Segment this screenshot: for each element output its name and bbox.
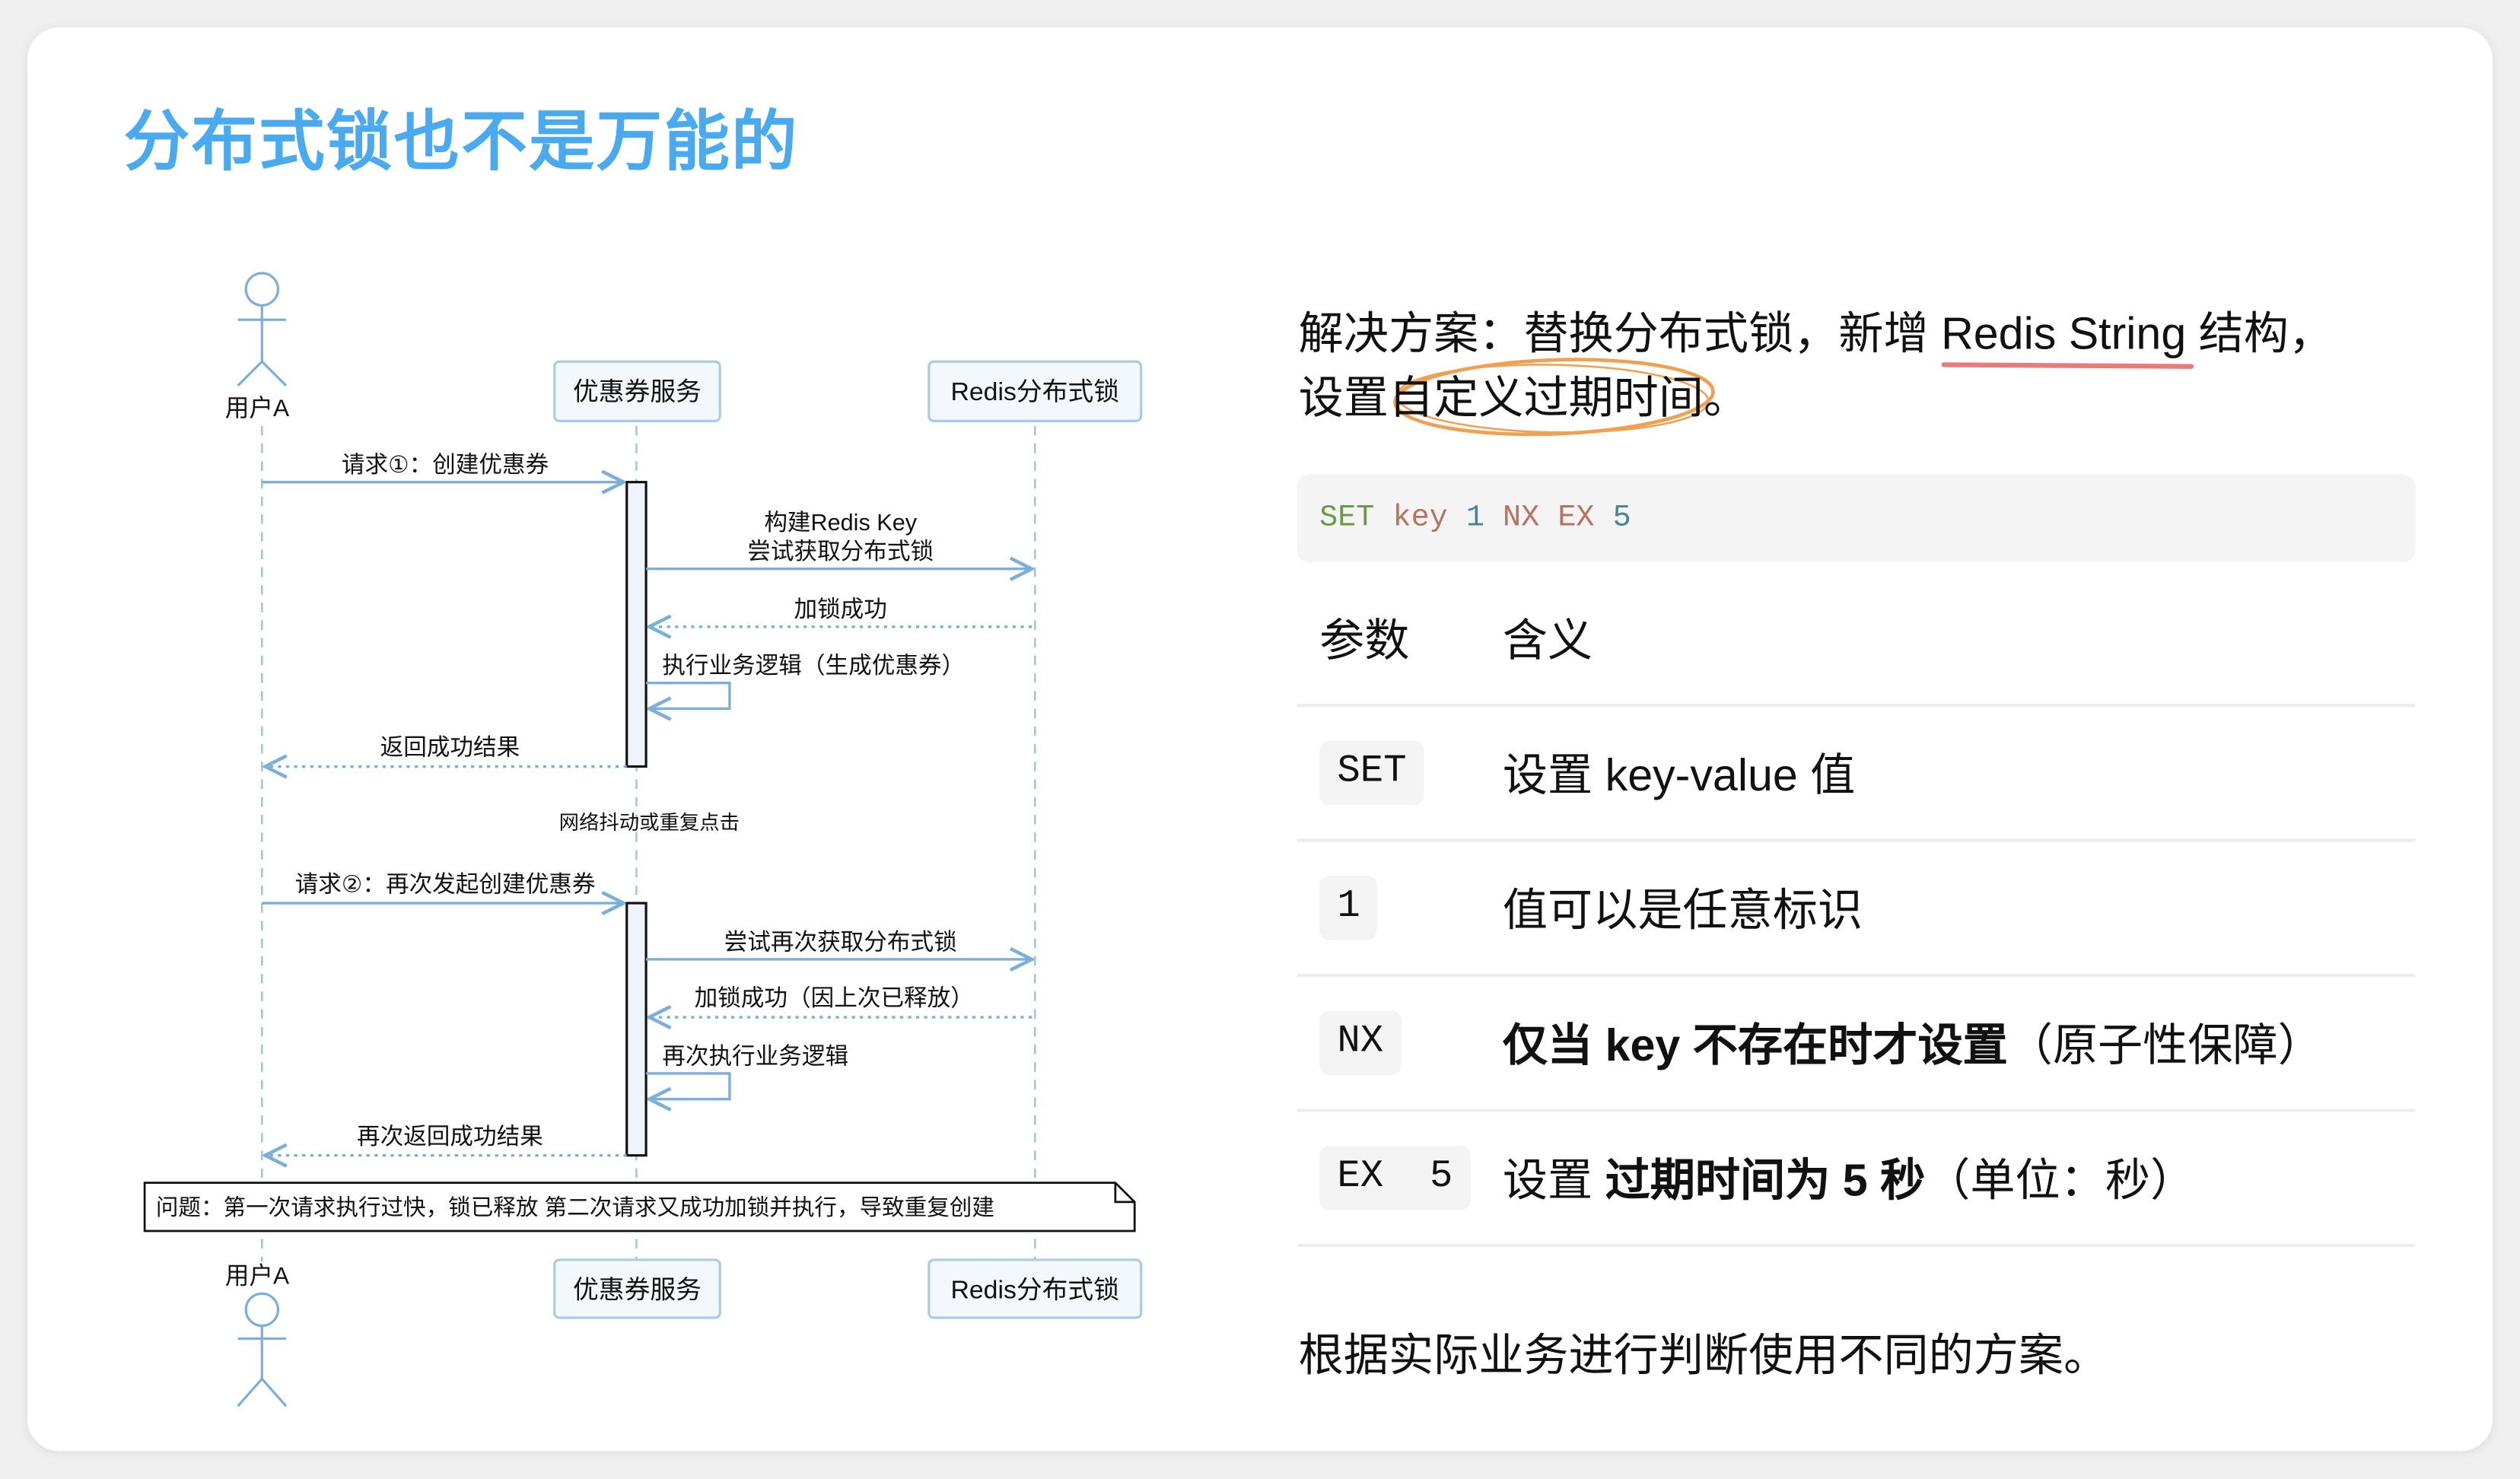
arrow-exec-self (646, 681, 731, 709)
msg-req1: 请求①：创建优惠券 (342, 452, 549, 478)
table-row: EX 5 设置 过期时间为 5 秒（单位：秒） (1297, 1112, 2416, 1248)
code-token: NX (1503, 499, 1540, 536)
msg-req2: 请求②：再次发起创建优惠券 (295, 871, 596, 897)
arrow-exec2-self (646, 1072, 731, 1099)
msg-return1: 返回成功结果 (380, 735, 520, 761)
actor-label-bottom: 用户A (225, 1262, 290, 1290)
participant-redis-label: Redis分布式锁 (951, 377, 1120, 406)
msg-retry-lock: 尝试再次获取分布式锁 (724, 929, 957, 955)
solution-line1-end: 结构， (2186, 308, 2334, 359)
msg-divider: 网络抖动或重复点击 (559, 811, 740, 834)
msg-build-key-2: 尝试获取分布式锁 (747, 539, 934, 565)
solution-line2-end: 。 (1703, 373, 1749, 423)
msg-exec: 执行业务逻辑（生成优惠券） (662, 653, 965, 679)
table-row: 1 值可以是任意标识 (1297, 842, 2416, 978)
meaning-text-bold: 仅当 key 不存在时才设置 (1502, 1020, 2008, 1070)
actor-user-bottom-icon (237, 1292, 288, 1407)
note-box (143, 1182, 1136, 1232)
header-param: 参数 (1319, 615, 1410, 666)
participant-redis-label-bottom: Redis分布式锁 (951, 1276, 1120, 1305)
participant-service-label: 优惠券服务 (573, 377, 702, 406)
code-token: 5 (1612, 499, 1631, 536)
solution-line2: 设置 (1298, 373, 1389, 423)
code-token: 1 (1465, 499, 1484, 536)
actor-user-icon (237, 272, 288, 387)
table-row: SET 设置 key-value 值 (1297, 707, 2416, 842)
meaning-text: （单位：秒） (1925, 1155, 2196, 1206)
param-chip: EX 5 (1319, 1145, 1471, 1210)
msg-exec2: 再次执行业务逻辑 (662, 1043, 848, 1069)
code-token: EX (1558, 499, 1595, 536)
meaning-text: 设置 (1502, 1155, 1605, 1206)
solution-text: 解决方案：替换分布式锁，新增 Redis String 结构， 设置自定义过期时… (1299, 302, 2334, 431)
highlight-circle-icon (1393, 358, 1715, 437)
meaning-cell: 设置 key-value 值 (1503, 741, 1855, 805)
participant-redis-bottom (928, 1258, 1143, 1319)
note-text: 问题：第一次请求执行过快，锁已释放 第二次请求又成功加锁并执行，导致重复创建 (156, 1195, 994, 1220)
meaning-text: （原子性保障） (2007, 1020, 2323, 1070)
code-token: key (1392, 499, 1448, 536)
page-title: 分布式锁也不是万能的 (123, 104, 799, 179)
msg-lock-ok: 加锁成功 (794, 596, 886, 622)
footer-text: 根据实际业务进行判断使用不同的方案。 (1298, 1330, 2109, 1381)
meaning-text-bold: 过期时间为 5 秒 (1605, 1155, 1926, 1206)
msg-lock-ok2: 加锁成功（因上次已释放） (695, 985, 974, 1011)
solution-line1: 解决方案：替换分布式锁，新增 (1298, 308, 1942, 359)
header-meaning: 含义 (1502, 615, 1593, 666)
actor-label-top: 用户A (225, 394, 290, 421)
params-table: 参数 含义 SET 设置 key-value 值 1 值可以是任意标识 NX 仅… (1297, 572, 2416, 1248)
param-chip: NX (1319, 1010, 1402, 1076)
meaning-cell: 仅当 key 不存在时才设置（原子性保障） (1503, 1011, 2323, 1075)
msg-return2: 再次返回成功结果 (357, 1124, 543, 1150)
meaning-cell: 设置 过期时间为 5 秒（单位：秒） (1503, 1146, 2195, 1210)
participant-service-top (553, 360, 721, 422)
meaning-text: 值可以是任意标识 (1502, 885, 1863, 936)
msg-build-key-1: 构建Redis Key (764, 510, 917, 536)
meaning-text: 设置 key-value 值 (1502, 750, 1856, 800)
activation-bar-1 (625, 481, 648, 768)
param-chip: SET (1319, 740, 1424, 806)
circled-term: 自定义过期时间 (1388, 373, 1704, 423)
param-chip: 1 (1319, 876, 1379, 940)
activation-bar-2 (625, 902, 648, 1157)
participant-redis-top (928, 360, 1143, 422)
participant-service-label-bottom: 优惠券服务 (573, 1276, 702, 1305)
code-block: SET key 1 NX EX 5 (1297, 474, 2416, 563)
underlined-term: Redis String (1941, 308, 2187, 359)
meaning-cell: 值可以是任意标识 (1503, 876, 1863, 940)
code-token: SET (1319, 499, 1375, 536)
table-header-row: 参数 含义 (1297, 572, 2416, 708)
participant-service-bottom (553, 1258, 721, 1319)
table-row: NX 仅当 key 不存在时才设置（原子性保障） (1297, 977, 2416, 1112)
